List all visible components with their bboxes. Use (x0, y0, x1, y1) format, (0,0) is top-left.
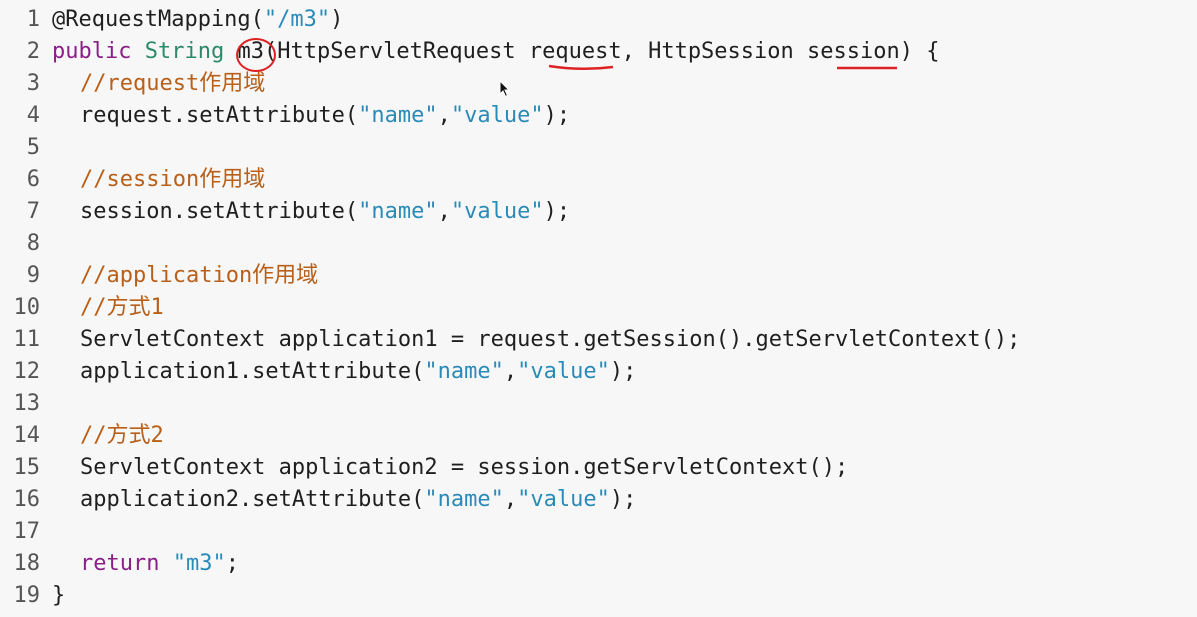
code-line[interactable]: 15 ServletContext application2 = session.… (0, 452, 1197, 484)
code-token-string: "name" (358, 199, 438, 224)
code-line[interactable]: 8 (0, 228, 1197, 260)
line-content: ServletContext application1 = request.ge… (52, 324, 1020, 356)
code-token-string: "value" (517, 359, 610, 384)
code-token-plain: @RequestMapping( (52, 7, 264, 32)
line-number: 1 (26, 7, 40, 32)
code-line[interactable]: 12 application1.setAttribute("name","valu… (0, 356, 1197, 388)
line-content: } (52, 580, 65, 612)
code-line[interactable]: 7 session.setAttribute("name","value"); (0, 196, 1197, 228)
line-number: 15 (13, 455, 41, 480)
code-line[interactable]: 18 return "m3"; (0, 548, 1197, 580)
line-content: request.setAttribute("name","value"); (52, 100, 570, 132)
code-token-string: "value" (517, 487, 610, 512)
code-token-plain: ; (225, 551, 239, 576)
line-number: 10 (13, 295, 41, 320)
code-token-comment: //方式2 (80, 423, 164, 448)
line-content: //application作用域 (52, 260, 318, 292)
code-token-plain: ); (543, 199, 571, 224)
line-content: @RequestMapping("/m3") (52, 4, 343, 36)
line-number: 6 (26, 167, 40, 192)
code-line[interactable]: 17 (0, 516, 1197, 548)
code-token-comment: //application作用域 (80, 263, 319, 288)
code-token-plain: ); (609, 487, 637, 512)
line-number: 2 (26, 39, 40, 64)
code-line[interactable]: 13 (0, 388, 1197, 420)
line-number: 11 (13, 327, 41, 352)
line-content: ServletContext application2 = session.ge… (52, 452, 848, 484)
line-content: application2.setAttribute("name","value"… (52, 484, 636, 516)
line-content: //request作用域 (52, 68, 265, 100)
line-number: 14 (13, 423, 41, 448)
code-token-plain: request.setAttribute( (80, 103, 359, 128)
line-content: session.setAttribute("name","value"); (52, 196, 570, 228)
code-token-string: "m3" (172, 551, 226, 576)
code-line[interactable]: 3 //request作用域 (0, 68, 1197, 100)
line-number: 18 (13, 551, 41, 576)
line-number: 3 (26, 71, 40, 96)
code-token-comment: //request作用域 (80, 71, 266, 96)
line-number: 4 (26, 103, 40, 128)
code-line[interactable]: 2 public String m3(HttpServletRequest req… (0, 36, 1197, 68)
code-token-plain: m3 (237, 39, 264, 64)
line-content: //方式1 (52, 292, 164, 324)
code-token-plain: , (503, 359, 518, 384)
code-token-string: "/m3" (263, 7, 331, 32)
code-token-string: "name" (358, 103, 438, 128)
code-line[interactable]: 1 @RequestMapping("/m3") (0, 4, 1197, 36)
code-line[interactable]: 9 //application作用域 (0, 260, 1197, 292)
code-line[interactable]: 6 //session作用域 (0, 164, 1197, 196)
code-token-plain: ServletContext application2 = session.ge… (80, 455, 849, 480)
line-number: 12 (13, 359, 41, 384)
code-token-plain: application2.setAttribute( (80, 487, 425, 512)
code-line[interactable]: 10 //方式1 (0, 292, 1197, 324)
code-token-plain: ServletContext application1 = request.ge… (80, 327, 1021, 352)
code-line[interactable]: 5 (0, 132, 1197, 164)
code-line[interactable]: 16 application2.setAttribute("name","valu… (0, 484, 1197, 516)
code-token-plain: , (503, 487, 518, 512)
line-number: 19 (13, 583, 41, 608)
line-content: public String m3(HttpServletRequest requ… (52, 36, 939, 68)
line-content: application1.setAttribute("name","value"… (52, 356, 636, 388)
code-token-plain (159, 551, 172, 576)
code-token-comment: //session作用域 (80, 167, 266, 192)
code-line[interactable]: 14 //方式2 (0, 420, 1197, 452)
code-line[interactable]: 4 request.setAttribute("name","value"); (0, 100, 1197, 132)
code-token-plain: , (437, 103, 451, 128)
code-token-plain: ); (609, 359, 637, 384)
code-token-plain (224, 39, 237, 64)
code-token-keyword: public (52, 39, 132, 64)
code-token-string: "name" (424, 359, 504, 384)
line-content: //方式2 (52, 420, 164, 452)
line-number: 5 (26, 135, 40, 160)
line-number: 9 (26, 263, 40, 288)
code-token-plain (131, 39, 144, 64)
code-area[interactable]: 1 @RequestMapping("/m3") 2 public String m3… (0, 4, 1197, 612)
line-number: 8 (26, 231, 40, 256)
line-content: //session作用域 (52, 164, 265, 196)
code-token-plain: , (437, 199, 451, 224)
code-token-string: "name" (424, 487, 504, 512)
line-number: 17 (13, 519, 41, 544)
code-line[interactable]: 19} (0, 580, 1197, 612)
code-token-plain: (HttpServletRequest request, HttpSession… (263, 39, 940, 64)
line-number: 13 (13, 391, 41, 416)
code-token-keyword: return (80, 551, 160, 576)
code-token-plain: ); (543, 103, 571, 128)
line-number: 7 (26, 199, 40, 224)
code-token-plain: ) (330, 7, 344, 32)
line-content: return "m3"; (52, 548, 239, 580)
code-line[interactable]: 11 ServletContext application1 = request.… (0, 324, 1197, 356)
code-token-plain: session.setAttribute( (80, 199, 359, 224)
code-token-string: "value" (450, 199, 544, 224)
code-token-plain: } (52, 583, 66, 608)
code-token-string: "value" (450, 103, 544, 128)
line-number: 16 (13, 487, 41, 512)
code-token-type: String (144, 39, 225, 64)
code-token-plain: application1.setAttribute( (80, 359, 425, 384)
code-token-comment: //方式1 (80, 295, 164, 320)
